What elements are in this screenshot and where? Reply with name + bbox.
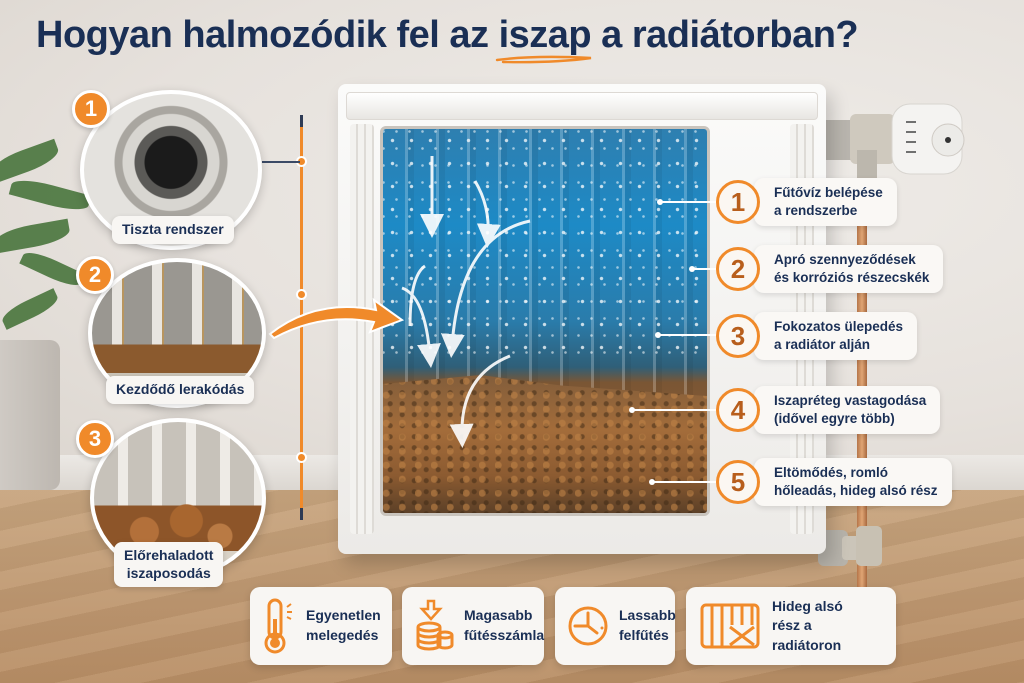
stage-label: Tiszta rendszer [112,216,234,244]
stage-number-badge: 3 [76,420,114,458]
radiator-cutaway-window [380,126,710,516]
thermostatic-valve-icon [820,103,965,190]
effect-text: Lassabb felfűtés [619,606,676,645]
step-card: Iszapréteg vastagodása (idővel egyre töb… [754,386,941,435]
underline-swash-icon [495,55,591,64]
step-text-line1: Iszapréteg vastagodása [774,393,927,408]
stage-label: Kezdődő lerakódás [106,376,255,404]
page-title: Hogyan halmozódik fel az iszap a radiáto… [36,14,859,64]
title-text-after: a radiátorban? [591,14,859,56]
effect-text: Egyenetlen melegedés [306,606,381,645]
orange-swoosh-arrow-icon [268,297,405,340]
effect-card-higher-bill: Magasabb fűtésszámla [402,587,544,665]
effect-card-cold-bottom: Hideg alsó rész a radiátoron [686,587,896,665]
step-pointer-2 [689,266,716,272]
plant-pot [0,340,60,490]
step-item: 3 Fokozatos ülepedés a radiátor alján [716,312,918,361]
effect-card-uneven-heating: Egyenetlen melegedés [250,587,392,665]
step-item: 5 Eltömődés, romló hőleadás, hideg alsó … [716,458,952,507]
effect-text-line2: felfűtés [619,627,669,643]
step-item: 2 Apró szennyeződések és korróziós része… [716,245,944,294]
step-pointer-1 [657,199,716,205]
step-text-line1: Fűtővíz belépése [774,185,883,200]
step-number: 3 [716,314,760,359]
lockshield-valve-icon [818,526,882,566]
effect-text: Magasabb fűtésszámla [464,606,544,645]
title-highlight: iszap [495,14,592,64]
timeline-connector-1 [262,161,300,163]
radiator-top-grille [346,92,818,120]
stage-number-badge: 2 [76,256,114,294]
step-text-line2: a radiátor alján [774,337,871,353]
cold-radiator-icon [700,603,760,649]
effect-text-line1: Lassabb [619,607,676,624]
step-text-line1: Eltömődés, romló [774,465,889,480]
effect-text-line1: Magasabb [464,607,533,624]
effect-text-line2: fűtésszámla [464,627,545,643]
step-item: 1 Fűtővíz belépése a rendszerbe [716,178,897,227]
water-bubbles [383,129,707,360]
step-text-line2: a rendszerbe [774,203,858,219]
thermometer-icon [264,598,292,654]
timeline-dot-2a [296,289,307,300]
step-item: 4 Iszapréteg vastagodása (idővel egyre t… [716,386,941,435]
radiator-left-ridges [350,124,374,534]
copper-pipe [857,130,867,600]
effect-text-line1: Hideg alsó [772,597,843,614]
step-pointer-3 [655,332,716,338]
step-card: Fokozatos ülepedés a radiátor alján [754,312,918,361]
step-card: Eltömődés, romló hőleadás, hideg alsó ré… [754,458,952,507]
stage-label-line1: Előrehaladott [124,547,214,563]
step-pointer-5 [649,479,716,485]
step-text-line2: hőleadás, hideg alsó rész [774,483,938,499]
effect-text-line2: rész a radiátoron [772,617,842,653]
step-card: Fűtővíz belépése a rendszerbe [754,178,897,227]
step-number: 5 [716,460,760,505]
step-number: 4 [716,388,760,433]
sludge-layer [383,375,707,513]
title-highlight-word: iszap [498,14,592,56]
effect-card-slower-heating: Lassabb felfűtés [555,587,676,665]
step-text-line2: (idővel egyre több) [774,411,895,427]
stage-label: Előrehaladott iszaposodás [114,542,224,587]
title-text-before: Hogyan halmozódik fel az [36,14,499,56]
step-pointer-4 [629,407,716,413]
stage-number-badge: 1 [72,90,110,128]
step-text-line1: Apró szennyeződések [774,252,916,267]
effect-text: Hideg alsó rész a radiátoron [772,597,884,656]
step-number: 2 [716,247,760,292]
effect-text-line2: melegedés [306,627,379,643]
coins-icon [416,599,454,651]
step-card: Apró szennyeződések és korróziós részecs… [754,245,944,294]
step-number: 1 [716,180,760,225]
effect-text-line1: Egyenetlen [306,607,381,624]
step-text-line2: és korróziós részecskék [774,270,930,286]
timeline-dot-3 [296,452,307,463]
stage-label-line2: iszaposodás [126,564,211,581]
step-text-line1: Fokozatos ülepedés [774,319,904,334]
clock-icon [568,606,608,646]
